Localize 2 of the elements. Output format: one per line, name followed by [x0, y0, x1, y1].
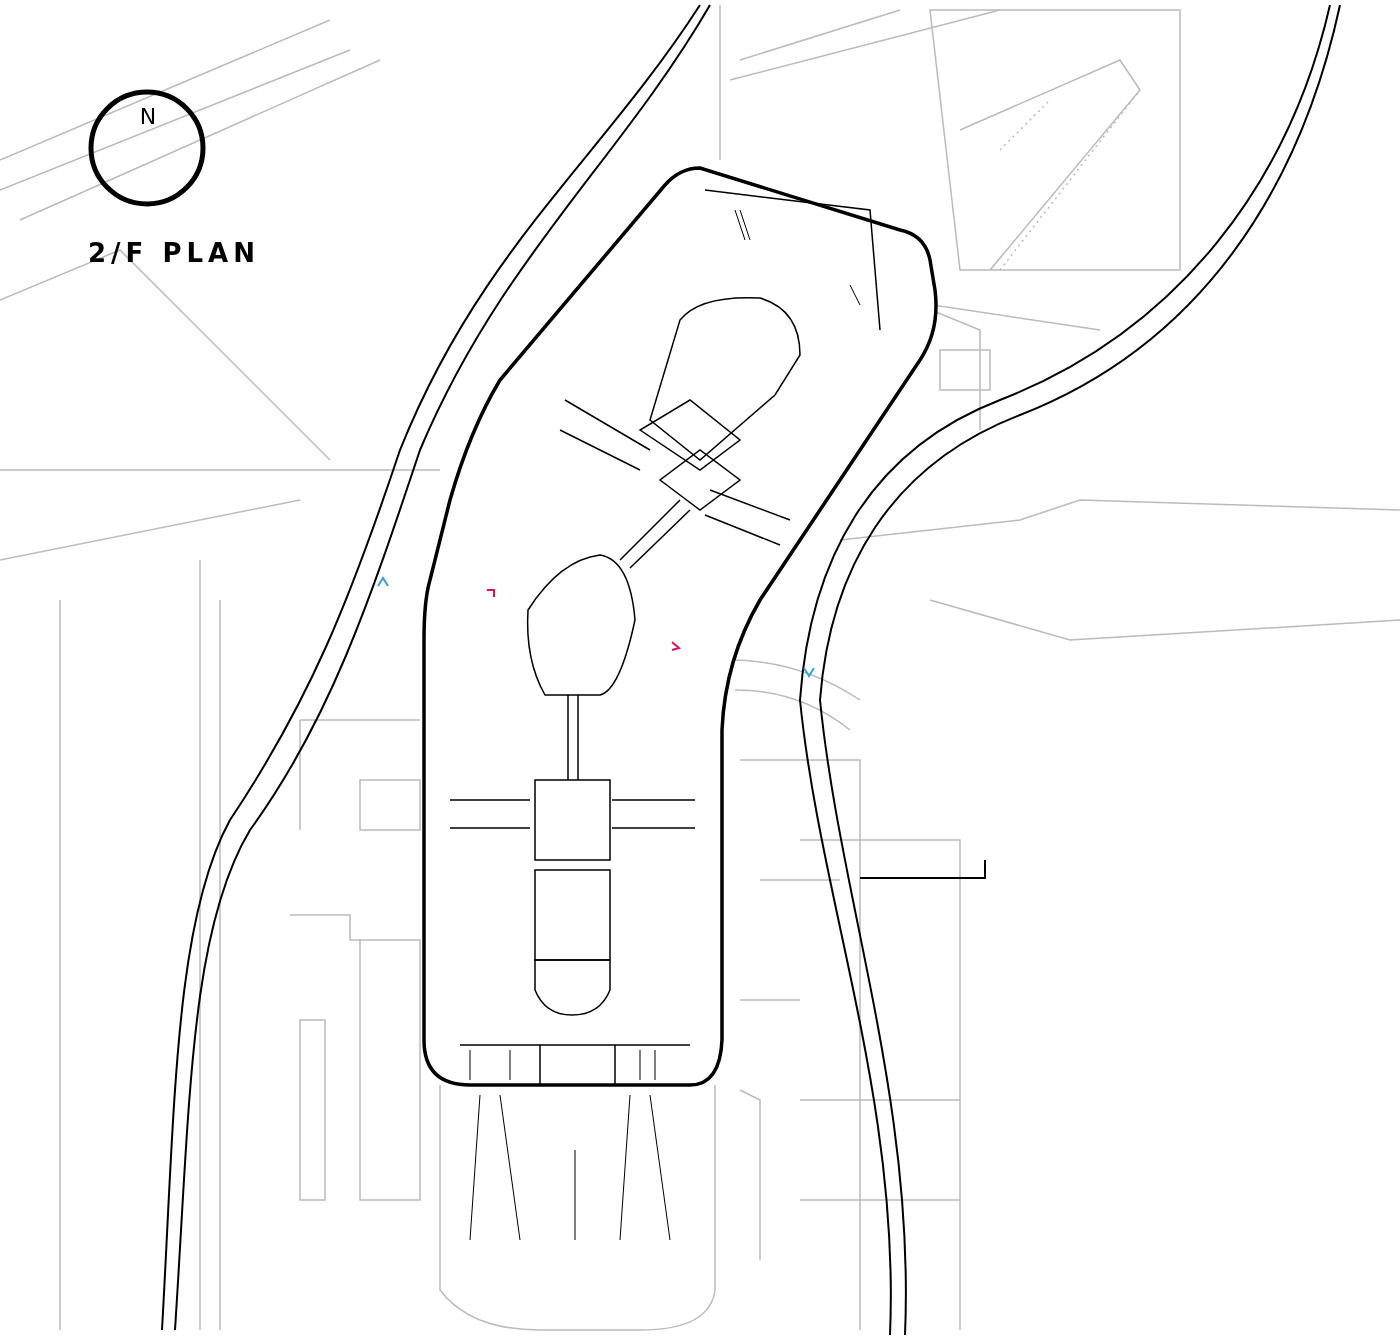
plan-title: 2/F PLAN [88, 238, 260, 268]
north-label: N [139, 104, 157, 129]
